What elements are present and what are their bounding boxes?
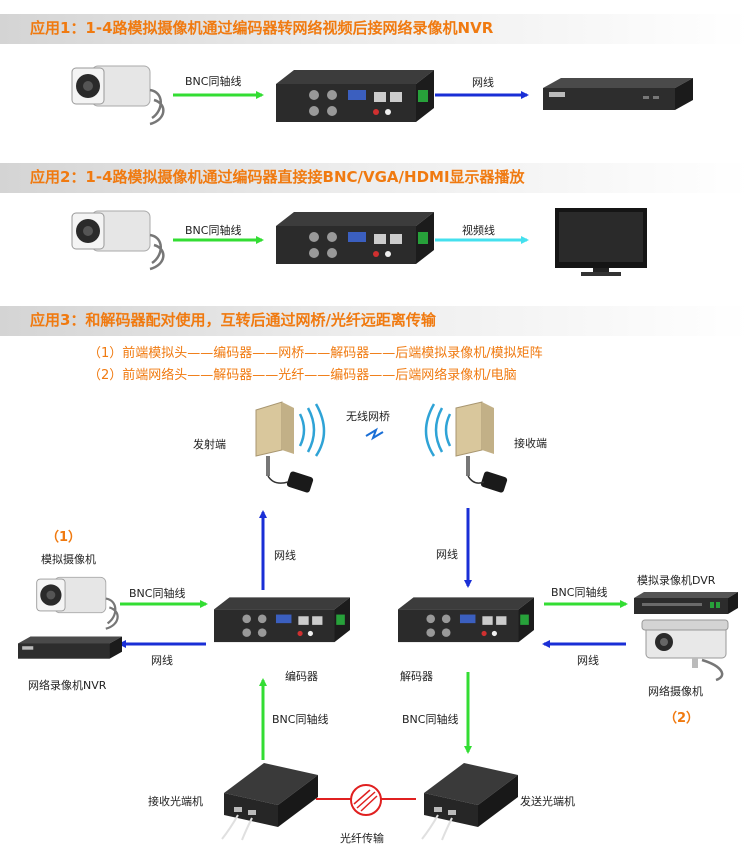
rx-optical-transceiver-icon [221, 763, 318, 841]
app2-analog-camera-icon [71, 210, 165, 271]
app3-encoder-icon [214, 597, 350, 643]
app3-title: 应用3：和解码器配对使用，互转后通过网桥/光纤远距离传输 [30, 311, 436, 329]
app1-net-label: 网线 [472, 76, 494, 89]
monitor-icon [555, 208, 647, 276]
nvr-net-label: 网线 [151, 654, 173, 667]
app2-encoder-icon [276, 212, 434, 264]
app1-nvr-icon [543, 78, 693, 110]
app1-encoder-icon [276, 70, 434, 122]
encoder-net-label: 网线 [274, 549, 296, 562]
ipcam-label: 网络摄像机 [648, 685, 703, 698]
rx-optical-label: 接收光端机 [148, 795, 203, 808]
tx-optical-transceiver-icon [421, 763, 518, 841]
route-2: （2）前端网络头——解码器——光纤——编码器——后端网络录像机/电脑 [88, 368, 517, 383]
marker-2: （2） [664, 711, 700, 726]
app1-band: 应用1：1-4路模拟摄像机通过编码器转网络视频后接网络录像机NVR [0, 14, 750, 44]
cam-bnc-label: BNC同轴线 [129, 587, 186, 600]
optical-bnc-label-right: BNC同轴线 [402, 713, 459, 726]
app3-analog-camera-icon [36, 576, 119, 630]
tx-optical-label: 发送光端机 [520, 795, 575, 808]
analog-camera-label: 模拟摄像机 [41, 553, 96, 566]
ip-camera-icon [641, 619, 729, 682]
marker-1: （1） [46, 530, 82, 545]
decoder-net-label: 网线 [436, 548, 458, 561]
app2-title: 应用2：1-4路模拟摄像机通过编码器直接接BNC/VGA/HDMI显示器播放 [30, 168, 525, 186]
transmitter-bridge-icon [255, 401, 326, 493]
dvr-icon [634, 592, 738, 614]
app1-title: 应用1：1-4路模拟摄像机通过编码器转网络视频后接网络录像机NVR [30, 19, 494, 37]
ipcam-net-label: 网线 [577, 654, 599, 667]
encoder-label: 编码器 [285, 670, 318, 683]
wireless-link [365, 427, 384, 441]
route-1: （1）前端模拟头——编码器——网桥——解码器——后端模拟录像机/模拟矩阵 [88, 346, 543, 361]
app2-band: 应用2：1-4路模拟摄像机通过编码器直接接BNC/VGA/HDMI显示器播放 [0, 163, 750, 193]
app2-video-label: 视频线 [462, 224, 495, 237]
decoder-label: 解码器 [400, 670, 433, 683]
nvr-label: 网络录像机NVR [28, 679, 107, 692]
app2-bnc-label: BNC同轴线 [185, 224, 242, 237]
app3-nvr-icon [18, 636, 122, 659]
dvr-bnc-label: BNC同轴线 [551, 586, 608, 599]
optical-bnc-label-left: BNC同轴线 [272, 713, 329, 726]
receiver-bridge-icon [424, 401, 508, 493]
fiber-icon [350, 784, 382, 816]
app3-decoder-icon [398, 597, 534, 643]
transmitter-label: 发射端 [193, 438, 226, 451]
wireless-label: 无线网桥 [346, 410, 390, 423]
fiber-label: 光纤传输 [340, 832, 384, 845]
receiver-label: 接收端 [514, 437, 547, 450]
dvr-label: 模拟录像机DVR [637, 574, 716, 587]
app1-analog-camera-icon [71, 65, 165, 126]
app1-bnc-label: BNC同轴线 [185, 75, 242, 88]
app3-band: 应用3：和解码器配对使用，互转后通过网桥/光纤远距离传输 [0, 306, 750, 336]
